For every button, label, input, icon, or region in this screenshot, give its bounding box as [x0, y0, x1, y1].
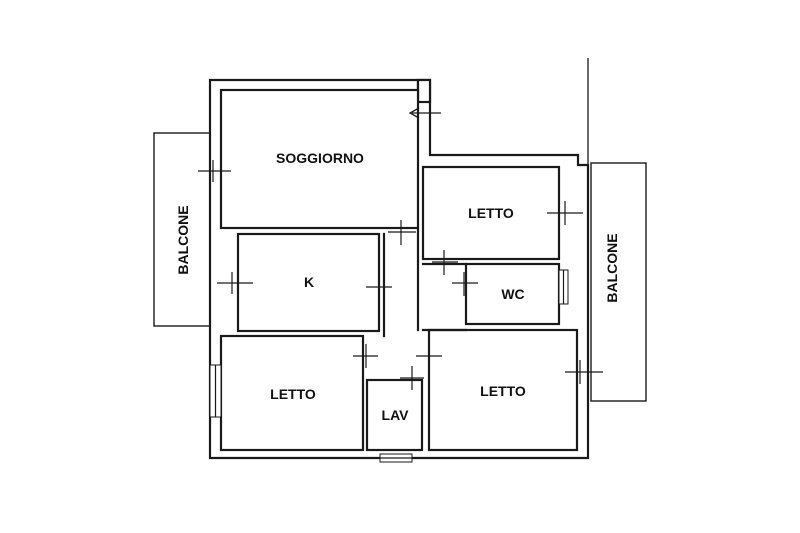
room-letto-sw — [219, 334, 365, 452]
entrance-wall-left — [416, 78, 432, 104]
balcony-left — [153, 132, 211, 327]
label-k: K — [304, 274, 314, 290]
label-letto-ne: LETTO — [468, 205, 514, 221]
label-wc: WC — [501, 286, 524, 302]
windows — [209, 269, 569, 463]
entrance-arrow-icon — [408, 107, 441, 119]
room-lav — [365, 378, 424, 452]
label-balcone-left: BALCONE — [175, 205, 191, 274]
label-balcone-right: BALCONE — [604, 233, 620, 302]
label-lav: LAV — [382, 407, 410, 423]
label-letto-sw: LETTO — [270, 386, 316, 402]
balcony-right — [590, 162, 647, 402]
room-letto-se — [427, 328, 579, 452]
room-wc — [464, 262, 561, 326]
room-letto-ne — [421, 165, 561, 261]
room-k — [236, 232, 381, 333]
room-soggiorno — [219, 88, 420, 230]
label-soggiorno: SOGGIORNO — [276, 150, 364, 166]
door-marks — [198, 160, 603, 390]
corridor-walls — [382, 226, 468, 338]
label-letto-se: LETTO — [480, 383, 526, 399]
